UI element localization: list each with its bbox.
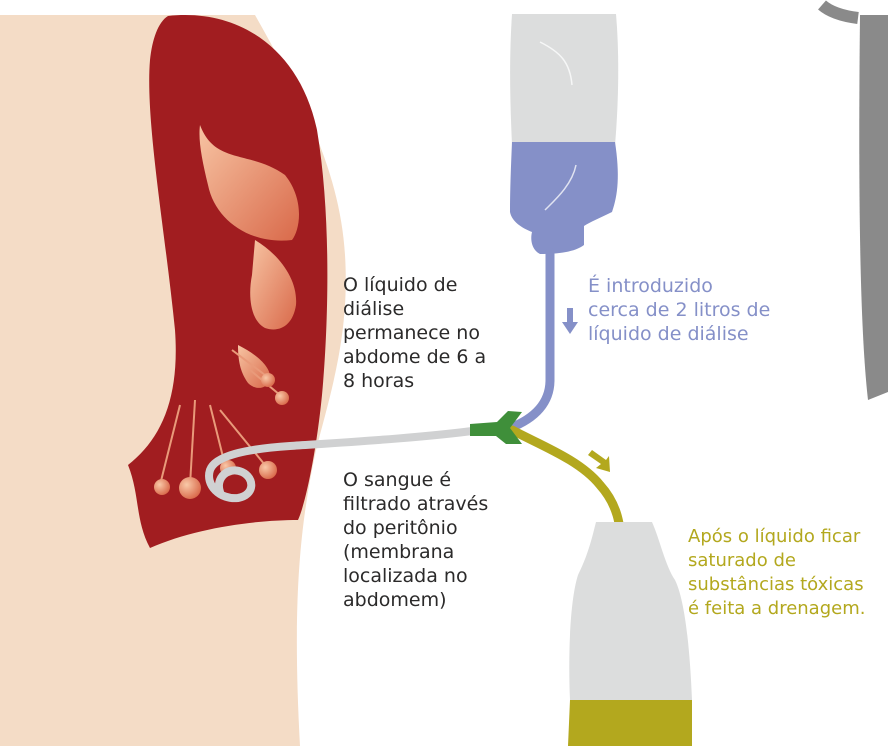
node-2 bbox=[275, 391, 289, 405]
drain-bag-fluid bbox=[568, 700, 692, 746]
dwell-time-label: O líquido de diálise permanece no abdome… bbox=[343, 273, 486, 393]
fresh-bag-fluid bbox=[510, 142, 618, 254]
iv-stand bbox=[859, 15, 888, 400]
drainage-label: Após o líquido ficar saturado de substân… bbox=[688, 525, 888, 621]
node-4 bbox=[179, 477, 201, 499]
drain-flow-arrow-icon bbox=[588, 450, 610, 472]
introduction-label: É introduzido cerca de 2 litros de líqui… bbox=[588, 274, 770, 346]
drain-bag-plastic bbox=[569, 522, 692, 700]
stand-hook bbox=[822, 5, 858, 18]
filtration-label: O sangue é filtrado através do peritônio… bbox=[343, 468, 488, 612]
fresh-bag-plastic bbox=[510, 14, 618, 145]
infusion-tube bbox=[510, 252, 550, 428]
node-1 bbox=[261, 373, 275, 387]
node-3 bbox=[154, 479, 170, 495]
node-6 bbox=[259, 461, 277, 479]
fresh-flow-arrow-icon bbox=[562, 308, 578, 334]
